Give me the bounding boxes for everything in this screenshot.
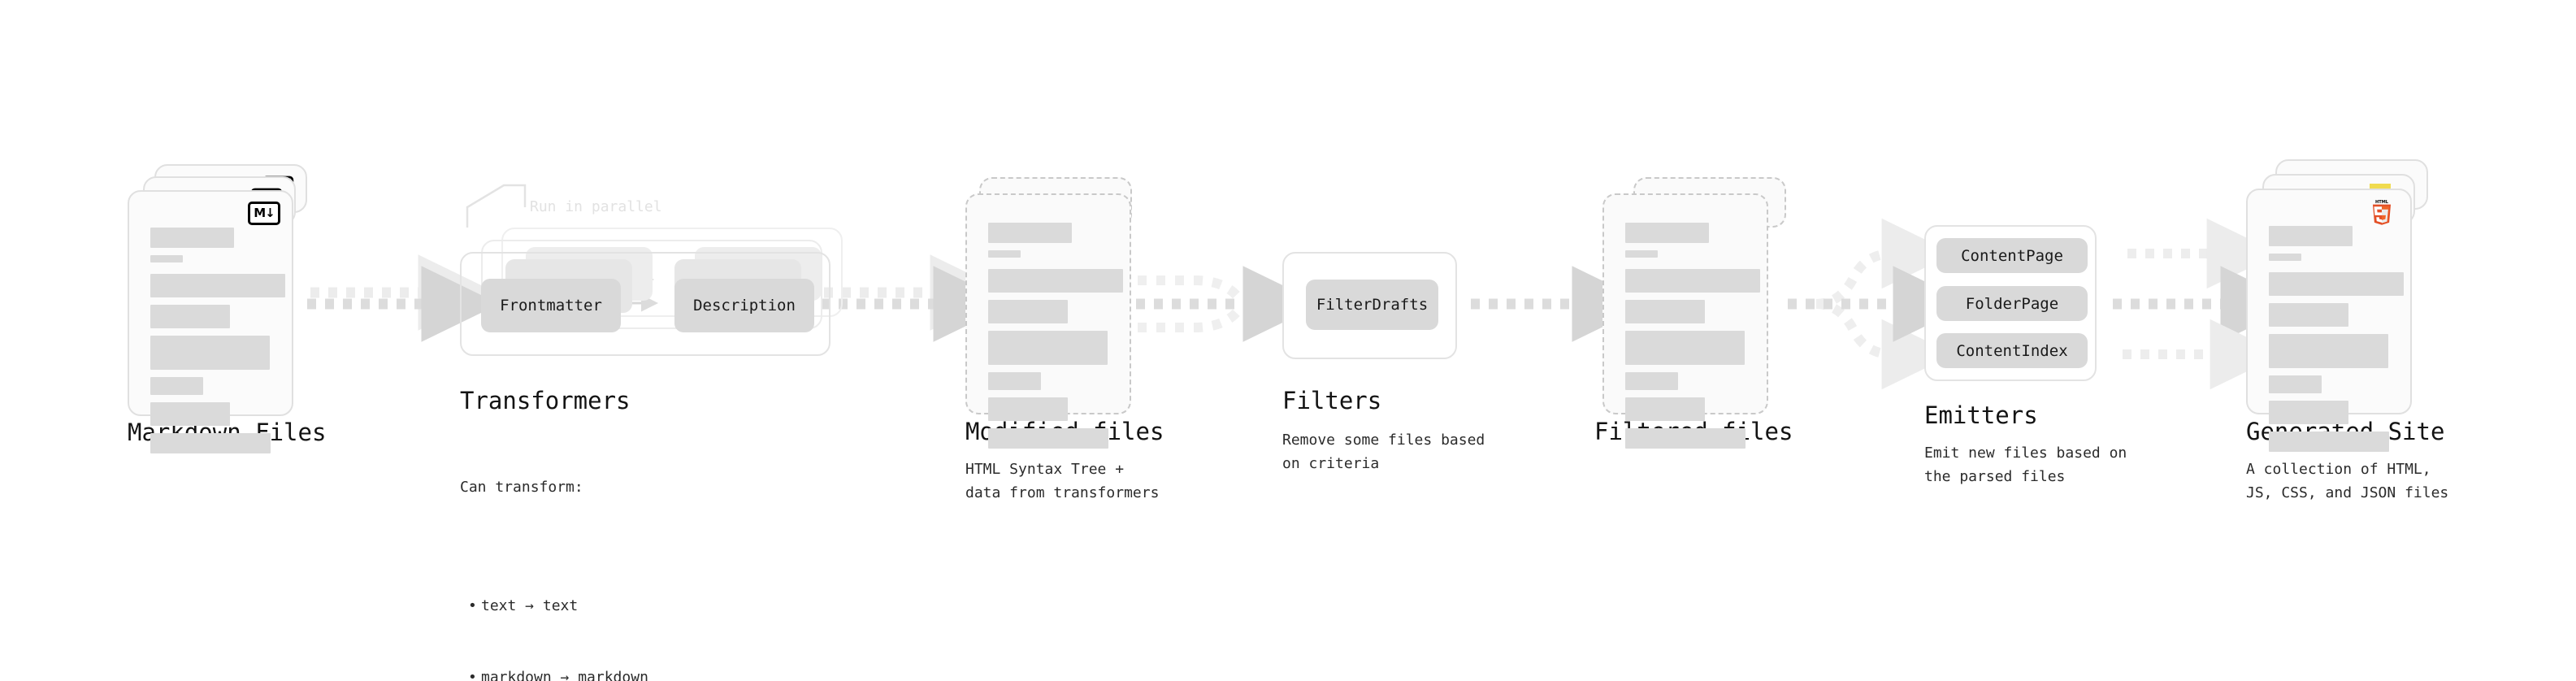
markdown-badge: M↓ <box>248 202 280 225</box>
emitters-pill-folderpage[interactable]: FolderPage <box>1936 286 2088 321</box>
doc-line-bar <box>2269 303 2348 327</box>
modified-card-front <box>965 193 1131 449</box>
emitters-pill-contentindex[interactable]: ContentIndex <box>1936 333 2088 368</box>
transformer-pill-frontmatter[interactable]: Frontmatter <box>481 279 621 332</box>
stage-description-filters: Remove some files based on criteria <box>1282 432 1485 473</box>
transformer-frame-front: Frontmatter Description <box>460 252 830 356</box>
markdown-doc-lines <box>150 228 285 461</box>
doc-line-bar <box>150 336 270 370</box>
doc-line-bar <box>2269 254 2301 261</box>
markdown-badge-glyph: M↓ <box>248 202 280 225</box>
doc-line-bar <box>1625 397 1705 421</box>
doc-line-bar <box>2269 375 2322 393</box>
connector-emitters-to-site <box>2113 218 2299 390</box>
doc-line-bar <box>1625 223 1709 243</box>
doc-line-bar <box>2269 226 2353 246</box>
doc-line-bar <box>150 274 285 297</box>
doc-line-bar <box>2269 432 2389 452</box>
filtered-doc-lines <box>1625 223 1760 456</box>
svg-text:HTML: HTML <box>2375 200 2389 205</box>
html5-icon: HTML <box>2372 200 2392 225</box>
transformers-bullet-list: text → text markdown → markdown html → h… <box>460 547 648 681</box>
generated-doc-lines <box>2269 226 2404 459</box>
generated-card-front: HTML <box>2246 189 2412 452</box>
connector-modified-to-filters <box>1136 266 1321 342</box>
stage-description-emitters: Emit new files based on the parsed files <box>1924 445 2127 486</box>
doc-line-bar <box>150 228 234 248</box>
stage-title-emitters: Emitters <box>1924 401 2038 429</box>
transformers-can-transform-label: Can transform: <box>460 479 583 497</box>
doc-line-bar <box>988 269 1123 293</box>
stage-description-modified-files: HTML Syntax Tree + data from transformer… <box>965 461 1160 502</box>
transformer-pill-description[interactable]: Description <box>674 279 814 332</box>
doc-line-bar <box>2269 334 2388 368</box>
emitters-frame: ContentPage FolderPage ContentIndex <box>1924 225 2097 381</box>
html5-badge-wrap: HTML <box>2370 198 2394 229</box>
doc-line-bar <box>150 377 203 395</box>
transformers-bullet-1: markdown → markdown <box>460 666 648 681</box>
doc-line-bar <box>988 223 1072 243</box>
filtered-card-front <box>1602 193 1768 449</box>
doc-line-bar <box>988 250 1021 258</box>
doc-line-bar <box>988 331 1108 365</box>
stage-title-filters: Filters <box>1282 387 1382 414</box>
doc-line-bar <box>150 433 271 453</box>
doc-line-bar <box>988 428 1108 449</box>
filters-frame: FilterDrafts <box>1282 252 1457 359</box>
doc-line-bar <box>1625 250 1658 258</box>
doc-line-bar <box>2269 401 2348 424</box>
run-in-parallel-bracket <box>466 184 527 228</box>
doc-line-bar <box>988 397 1068 421</box>
emitters-pill-contentpage[interactable]: ContentPage <box>1936 238 2088 273</box>
doc-line-bar <box>1625 331 1745 365</box>
markdown-card-front: M↓ <box>128 190 293 453</box>
filters-pill-filterdrafts[interactable]: FilterDrafts <box>1306 280 1438 330</box>
doc-line-bar <box>2269 272 2404 296</box>
doc-line-bar <box>150 402 230 426</box>
connector-markdown-to-transformers <box>307 254 500 342</box>
doc-line-bar <box>1625 372 1678 390</box>
run-in-parallel-label: Run in parallel <box>530 198 662 215</box>
doc-line-bar <box>1625 269 1760 293</box>
doc-line-bar <box>988 372 1041 390</box>
doc-line-bar <box>988 300 1068 323</box>
doc-line-bar <box>150 255 183 262</box>
doc-line-bar <box>150 305 230 328</box>
connector-filtered-to-emitters <box>1788 218 1971 390</box>
transformers-bullet-0: text → text <box>460 594 648 618</box>
stage-title-transformers: Transformers <box>460 387 631 414</box>
modified-doc-lines <box>988 223 1123 456</box>
doc-line-bar <box>1625 300 1705 323</box>
doc-line-bar <box>1625 428 1746 449</box>
stage-description-generated-site: A collection of HTML, JS, CSS, and JSON … <box>2246 461 2449 502</box>
stage-description-transformers: Can transform: text → text markdown → ma… <box>460 428 648 681</box>
